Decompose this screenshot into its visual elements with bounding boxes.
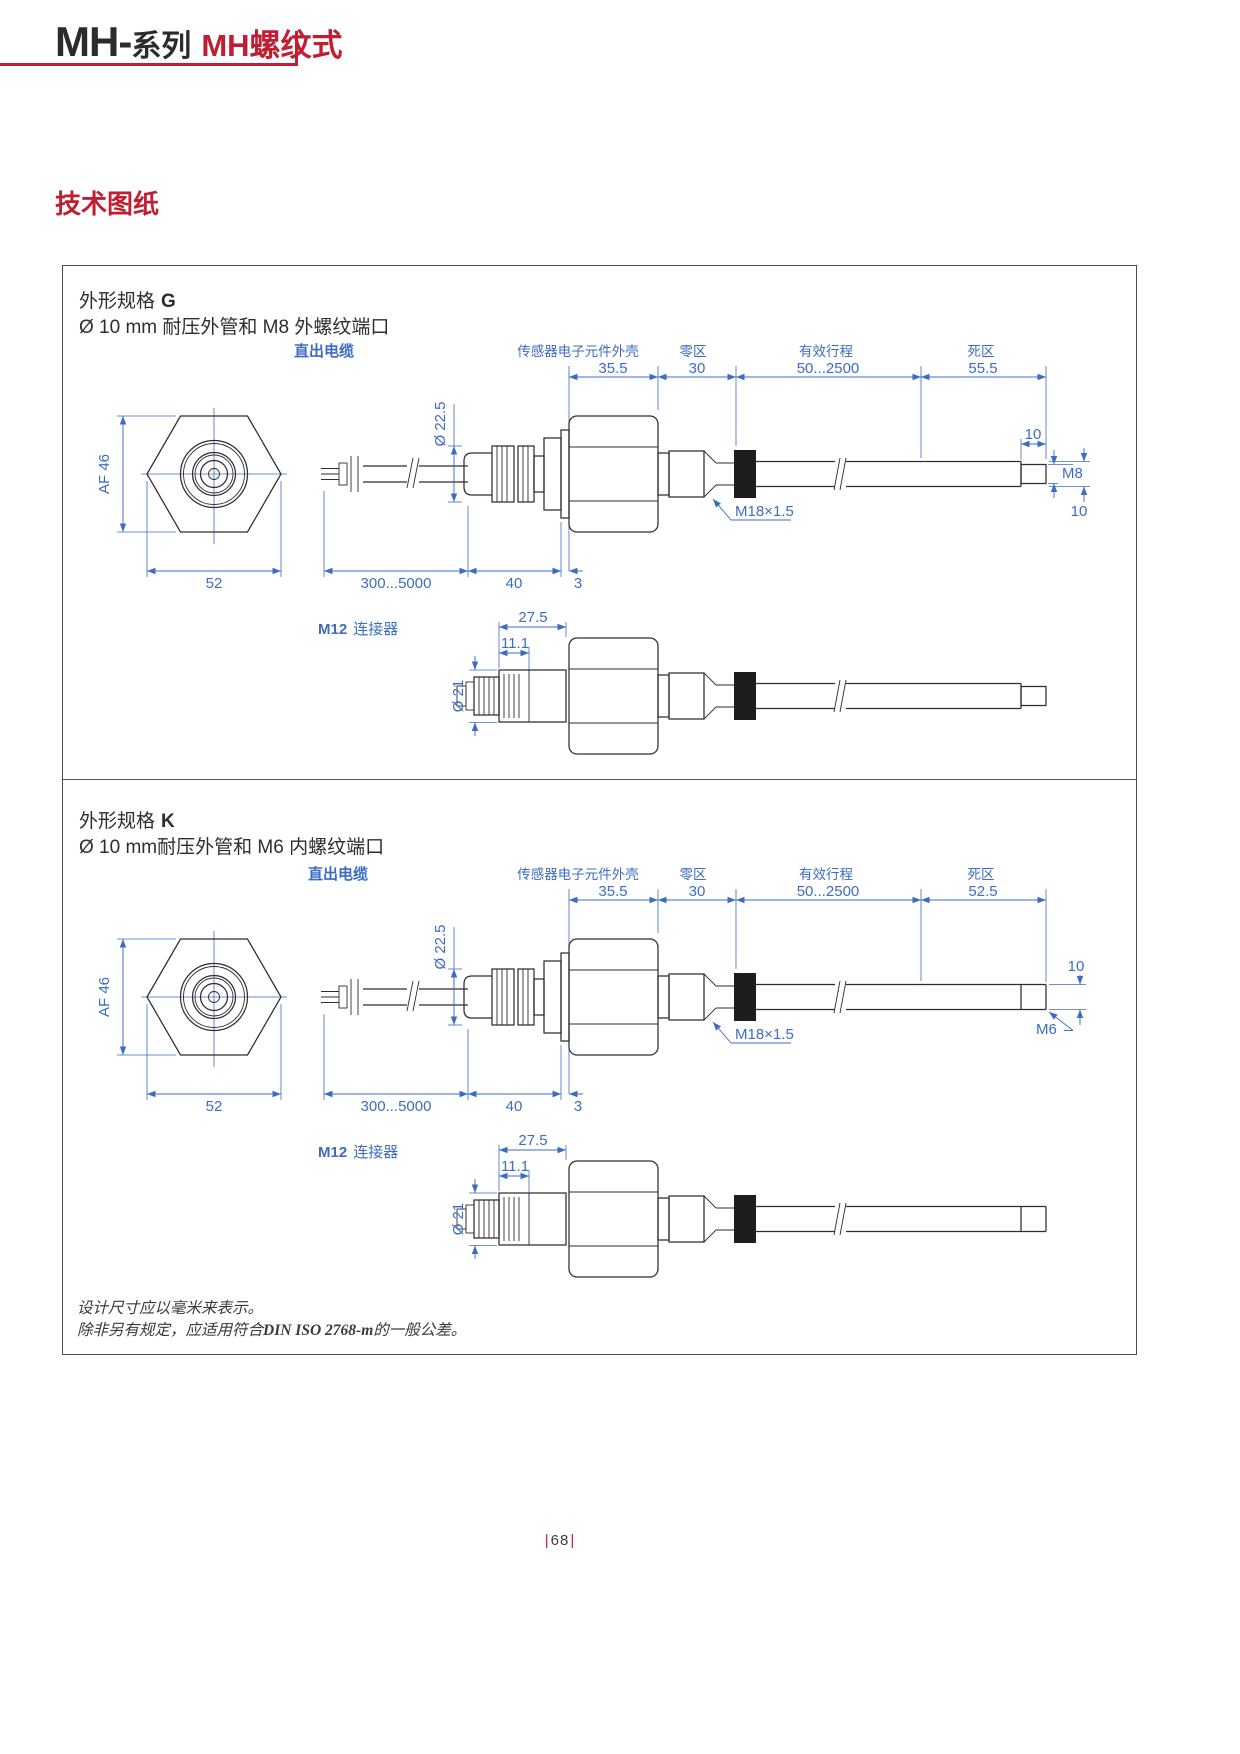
shape-g-variant: G (161, 291, 176, 312)
dim-gland-length: 40 (506, 575, 523, 592)
label-cable-exit: 直出电缆 (308, 865, 368, 883)
mount-thread-callout: M18×1.5 (712, 1021, 794, 1044)
shape-k-subtitle: Ø 10 mm耐压外管和 M6 内螺纹端口 (79, 837, 385, 858)
shape-k-title-text: 外形规格 (79, 811, 156, 832)
m12-connector-view: M12 连接器 27.5 11.1 (318, 609, 1047, 755)
dim-mount-thread: M18×1.5 (735, 1026, 794, 1043)
cable-gland-view (321, 952, 570, 1042)
page-number: |68| (480, 1532, 640, 1549)
section-divider (63, 779, 1136, 780)
header-rule-horizontal (0, 63, 297, 66)
dim-gland-diameter: Ø 22.5 (432, 924, 449, 969)
end-thread-dims: 10 M8 10 (1020, 426, 1090, 520)
note-line-2-prefix: 除非另有规定，应适用符合 (77, 1322, 264, 1339)
shape-g-title-text: 外形规格 (79, 291, 156, 312)
dim-housing-length: 35.5 (598, 360, 627, 377)
drawing-shape-g: AF 46 直出电缆 传感器电子元件外壳 零区 有效行程 死区 35.5 30 … (96, 342, 1090, 755)
page-number-bar-left: | (544, 1532, 550, 1549)
note-line-2: 除非另有规定，应适用符合DIN ISO 2768-m的一般公差。 (77, 1320, 466, 1342)
dim-hex-width: 52 (206, 1098, 223, 1115)
shape-k-variant: K (161, 811, 175, 832)
dim-dead-zone: 52.5 (968, 883, 997, 900)
m12-connector-view: M12 连接器 27.5 11.1 (318, 1132, 1047, 1278)
top-dimension-lines (568, 889, 1047, 1094)
dim-connector-diameter: Ø 21 (450, 680, 467, 713)
gland-diameter-dim: Ø 22.5 (432, 924, 462, 1026)
label-zero-zone: 零区 (680, 867, 707, 882)
drawing-shape-k: AF 46 直出电缆 传感器电子元件外壳 零区 有效行程 死区 35.5 30 … (96, 865, 1086, 1278)
dim-cable-length: 300...5000 (361, 575, 432, 592)
hex-end-view: AF 46 (96, 408, 287, 544)
note-standard: DIN ISO 2768-m (263, 1322, 374, 1339)
gland-diameter-dim: Ø 22.5 (432, 401, 462, 503)
label-effective-stroke: 有效行程 (799, 344, 853, 359)
dim-washer-thickness: 3 (574, 1098, 582, 1115)
dim-cable-length: 300...5000 (361, 1098, 432, 1115)
label-dead-zone: 死区 (968, 867, 995, 882)
series-suffix: 系列 (131, 30, 192, 63)
label-electronics-housing: 传感器电子元件外壳 (517, 866, 639, 882)
dim-connector-length: 27.5 (518, 609, 547, 626)
dim-gland-diameter: Ø 22.5 (432, 401, 449, 446)
dim-connector-tip-length: 11.1 (501, 635, 529, 652)
label-m12: M12 (318, 1144, 347, 1161)
dim-hex-width: 52 (206, 575, 223, 592)
dim-dead-zone: 55.5 (968, 360, 997, 377)
note-line-1: 设计尺寸应以毫米来表示。 (77, 1300, 264, 1317)
page-title: 技术图纸 (55, 189, 160, 219)
page-number-bar-right: | (570, 1532, 576, 1549)
page-header: MH-系列 MH螺纹式 (55, 18, 343, 66)
label-effective-stroke: 有效行程 (799, 867, 853, 882)
dim-af46: AF 46 (96, 454, 113, 494)
note-line-2-suffix: 的一般公差。 (373, 1322, 467, 1339)
dim-connector-diameter: Ø 21 (450, 1203, 467, 1236)
dim-end-thread: M6 (1036, 1021, 1057, 1038)
top-dimension-lines (568, 366, 1047, 571)
label-m12-connector: M12 连接器 (318, 1144, 398, 1161)
dim-rod-diameter: 10 (1071, 503, 1088, 520)
shape-g-subtitle: Ø 10 mm 耐压外管和 M8 外螺纹端口 (79, 317, 390, 338)
dim-rod-diameter: 10 (1068, 958, 1085, 975)
label-zero-zone: 零区 (680, 344, 707, 359)
bottom-dimension-lines: 52 300...5000 40 3 (146, 481, 583, 592)
label-connector: 连接器 (353, 1144, 398, 1161)
dim-stroke-range: 50...2500 (797, 883, 860, 900)
page-number-value: 68 (550, 1532, 570, 1549)
label-m12-connector: M12 连接器 (318, 621, 398, 638)
header-rule-vertical (295, 31, 298, 66)
dim-housing-length: 35.5 (598, 883, 627, 900)
mount-thread-callout: M18×1.5 (712, 498, 794, 521)
label-m12: M12 (318, 621, 347, 638)
end-thread-dims: 10 M6 (1036, 958, 1086, 1038)
dim-zero-zone: 30 (689, 883, 706, 900)
dim-washer-thickness: 3 (574, 575, 582, 592)
label-connector: 连接器 (353, 621, 398, 638)
label-electronics-housing: 传感器电子元件外壳 (517, 343, 639, 359)
dim-af46: AF 46 (96, 977, 113, 1017)
dim-connector-tip-length: 11.1 (501, 1158, 529, 1175)
label-cable-exit: 直出电缆 (294, 342, 354, 360)
dim-gland-length: 40 (506, 1098, 523, 1115)
dim-tip-length: 10 (1025, 426, 1042, 443)
label-dead-zone: 死区 (968, 344, 995, 359)
dim-connector-length: 27.5 (518, 1132, 547, 1149)
series-name: MH- (55, 18, 132, 65)
hex-end-view: AF 46 (96, 931, 287, 1067)
bottom-dimension-lines: 52 300...5000 40 3 (146, 1004, 583, 1115)
dim-stroke-range: 50...2500 (797, 360, 860, 377)
series-subtitle: MH螺纹式 (201, 28, 343, 63)
dim-end-thread: M8 (1062, 465, 1083, 482)
dim-mount-thread: M18×1.5 (735, 503, 794, 520)
cable-gland-view (321, 429, 570, 519)
tolerance-notes: 设计尺寸应以毫米来表示。 除非另有规定，应适用符合DIN ISO 2768-m的… (77, 1298, 466, 1342)
dim-zero-zone: 30 (689, 360, 706, 377)
